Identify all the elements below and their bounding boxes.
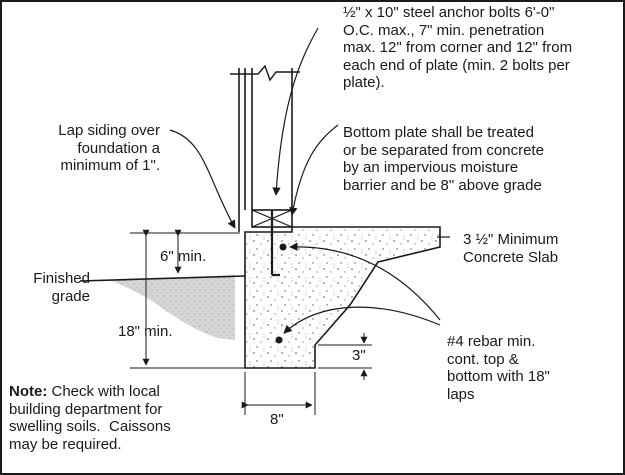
label-bottom-plate: Bottom plate shall be treated or be sepa… <box>343 124 544 194</box>
label-6-min: 6" min. <box>160 248 207 265</box>
finished-grade-line <box>79 275 246 282</box>
note-text: Note: Check with local building departme… <box>9 383 171 453</box>
label-18-min: 18" min. <box>118 323 173 340</box>
note-body: Check with local building department for… <box>9 383 171 453</box>
leader-rebar-top <box>289 242 441 321</box>
leader-lap-siding <box>169 129 236 229</box>
label-lap-siding: Lap siding over foundation a minimum of … <box>58 122 160 174</box>
label-concrete-slab: 3 ½" Minimum Concrete Slab <box>463 231 559 266</box>
label-finished-grade: Finished grade <box>33 270 90 305</box>
rebar-bottom <box>275 336 283 344</box>
note-heading: Note: <box>9 383 48 400</box>
wall-break-line <box>230 64 300 82</box>
concrete-foundation <box>244 226 441 369</box>
leader-rebar-bottom <box>283 306 441 334</box>
label-anchor-bolts: ½" x 10" steel anchor bolts 6'-0" O.C. m… <box>343 4 573 91</box>
soil-hatch <box>110 275 235 340</box>
label-rebar: #4 rebar min. cont. top & bottom with 18… <box>447 333 550 403</box>
rebar-top <box>279 243 287 251</box>
leader-anchor-bolt <box>272 27 319 196</box>
leader-bottom-plate <box>289 124 339 216</box>
label-3-in: 3" <box>352 347 366 364</box>
label-8-in: 8" <box>270 411 284 428</box>
